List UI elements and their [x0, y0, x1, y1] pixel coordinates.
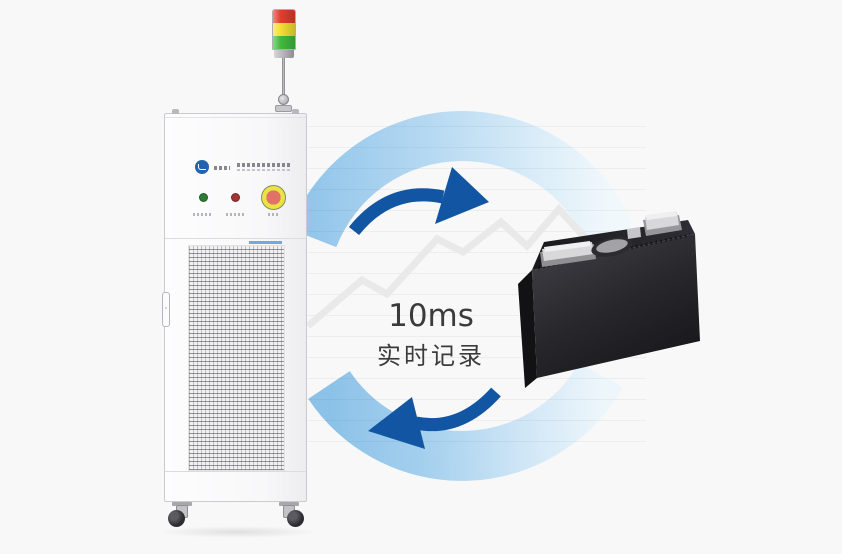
run-indicator-led [199, 193, 208, 202]
battery-cell [518, 211, 700, 388]
caster-wheel [287, 510, 304, 527]
tower-mount [275, 105, 292, 112]
tower-pole [282, 58, 285, 98]
model-label-line1 [237, 163, 291, 167]
interval-caption: 实时记录 [377, 342, 485, 371]
tower-light-red [273, 10, 295, 23]
battery-vent-oval [591, 237, 633, 257]
door-handle [162, 292, 170, 327]
ventilation-grille [188, 245, 285, 471]
tower-joint [278, 94, 289, 105]
trend-zigzag-icon [305, 203, 618, 329]
model-label-line2 [237, 169, 291, 171]
door-seam-upper [165, 238, 306, 239]
caster-plate [279, 502, 299, 506]
brand-logo-icon [195, 160, 209, 174]
cabinet-hinge-right [292, 109, 299, 114]
caster-front-left [168, 502, 200, 534]
grille-blue-label [249, 241, 282, 244]
battery-terminal-left [540, 241, 596, 267]
cabinet-hinge-left [172, 109, 179, 114]
battery-front-face [532, 234, 700, 378]
caster-front-right [275, 502, 307, 534]
led-label-1 [193, 213, 211, 216]
caster-wheel [168, 510, 185, 527]
emergency-stop-button [261, 185, 286, 210]
interval-value: 10ms [388, 298, 474, 334]
door-seam-lower [165, 471, 306, 472]
battery-port-square [627, 227, 641, 239]
cycle-arrow-bottom-icon [368, 387, 501, 449]
battery-test-cabinet [162, 109, 307, 527]
tower-light-green [273, 35, 295, 49]
caster-plate [172, 502, 192, 506]
battery-side-face [518, 270, 537, 388]
cycle-arrow-top-icon [348, 167, 489, 236]
cabinet-top-seam [165, 117, 306, 118]
tower-base [274, 50, 294, 58]
alarm-indicator-led [231, 193, 240, 202]
signal-tower-lights [272, 9, 296, 50]
realtime-recording-badge: 10ms 实时记录 [340, 299, 522, 371]
tower-light-yellow [273, 22, 295, 36]
estop-label [268, 213, 278, 216]
cabinet-floor-shadow [158, 526, 318, 538]
battery-terminal-right [643, 211, 682, 236]
led-label-2 [226, 213, 244, 216]
brand-wordmark [214, 166, 230, 170]
